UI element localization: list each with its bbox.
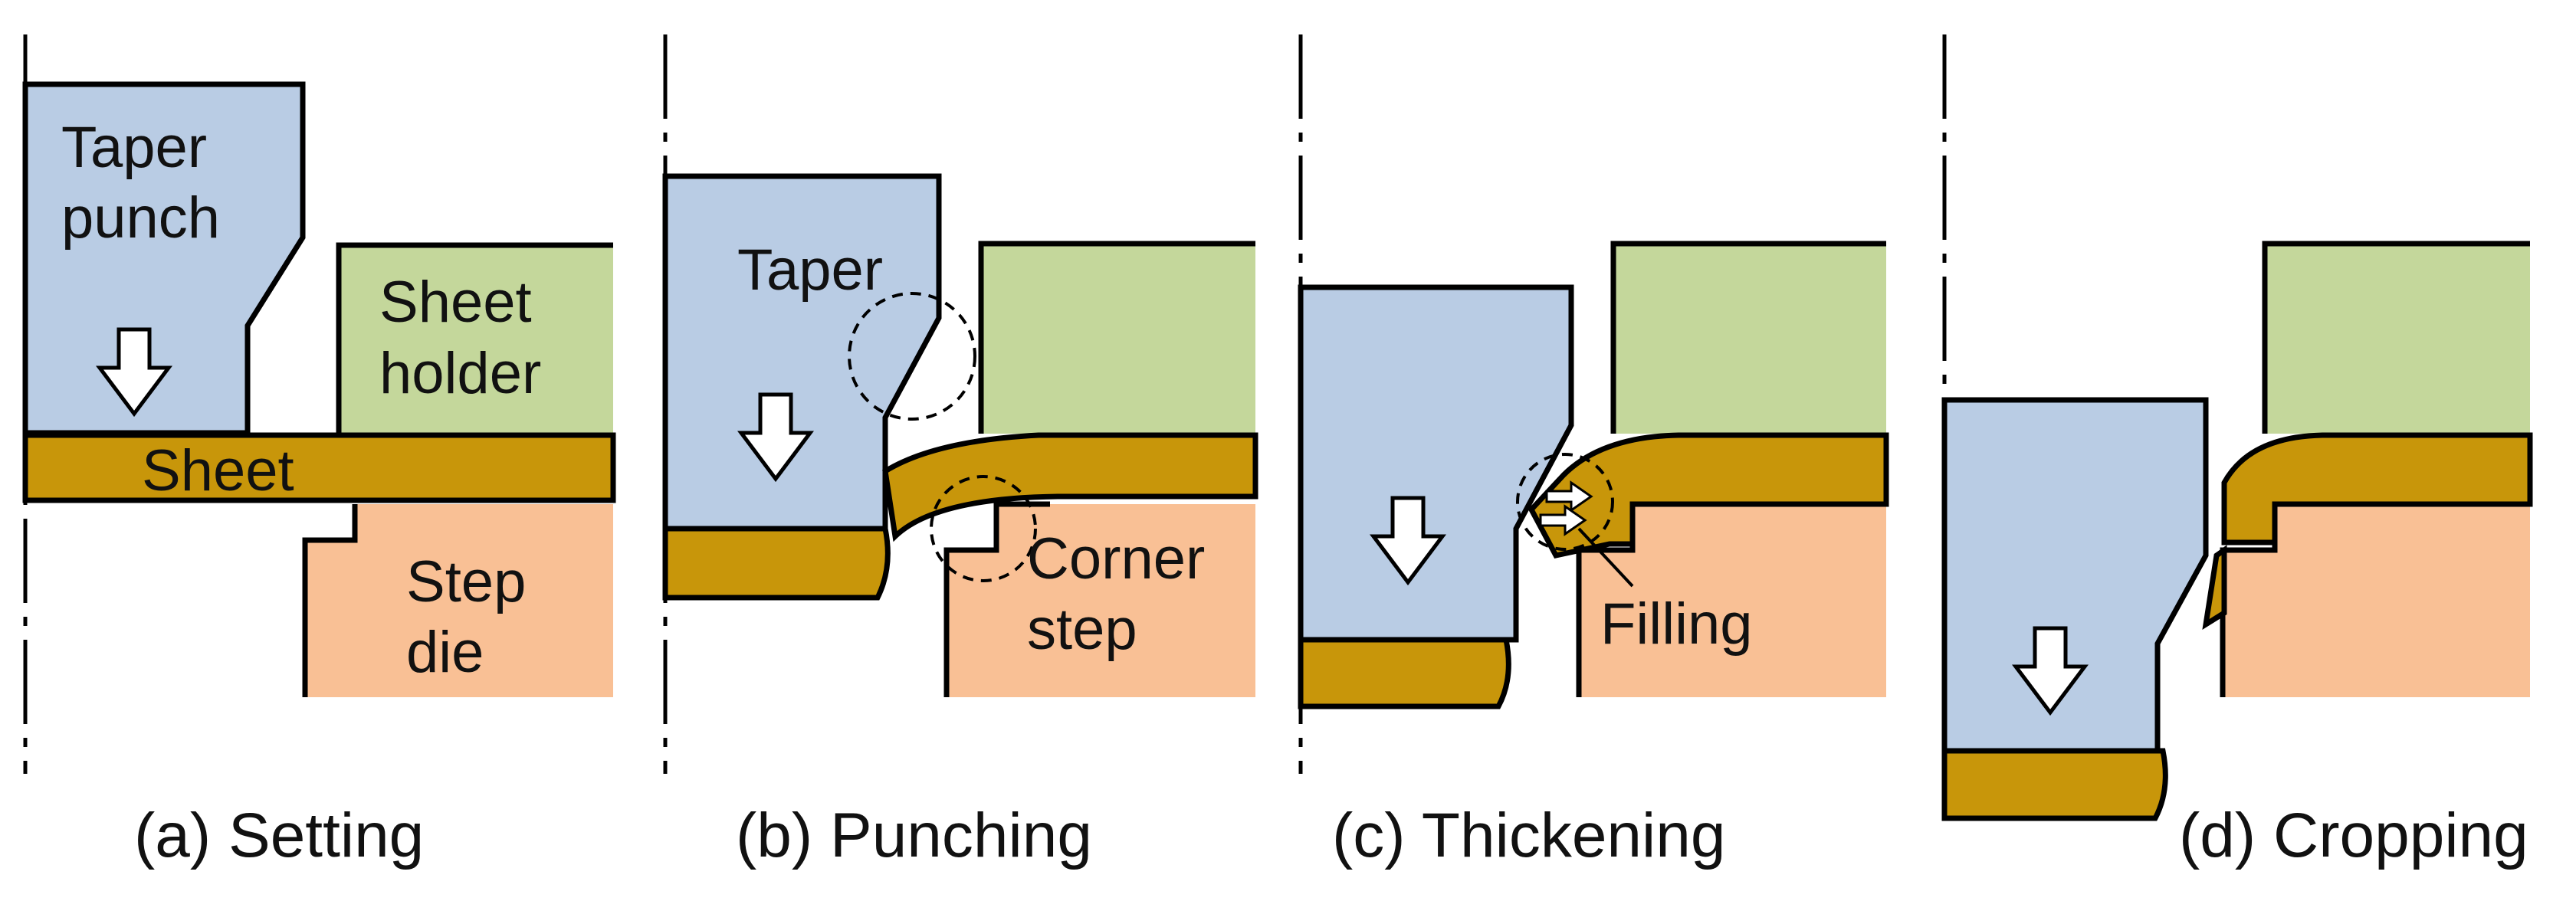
panel-a-down-arrow xyxy=(96,327,172,418)
panel-c-flow-arrow-upper xyxy=(1545,480,1593,513)
panel-a-punch-label-2: punch xyxy=(61,185,220,251)
panel-d-sheet xyxy=(2221,432,2533,546)
panel-b-die-outline xyxy=(943,501,1050,697)
panel-a-holder-label-1: Sheet xyxy=(379,270,532,335)
panel-c-holder-outline xyxy=(1610,241,1886,434)
panel-a-sheet-label: Sheet xyxy=(142,438,294,503)
panel-d-taper-punch xyxy=(1941,397,2209,754)
panel-c-thickening: Filling (c) Thickening xyxy=(1298,34,1889,870)
panel-b-corner-label-2: step xyxy=(1027,597,1137,662)
panel-d-sheet-holder xyxy=(2265,244,2530,434)
panel-c-sheet xyxy=(1528,432,1889,559)
panel-c-sheet-holder xyxy=(1613,244,1886,434)
panel-a-die-outline xyxy=(302,504,358,697)
panel-d-cropping: (d) Cropping xyxy=(1941,34,2533,870)
panel-d-holder-outline xyxy=(2262,241,2530,434)
panel-d-caption: (d) Cropping xyxy=(2179,801,2528,870)
panel-d-down-arrow xyxy=(2012,626,2089,716)
panel-a-die-label-2: die xyxy=(406,620,484,685)
panel-b-corner-highlight-circle xyxy=(930,475,1037,582)
panel-c-filling-leader xyxy=(1577,527,1634,588)
panel-a-step-die xyxy=(305,504,613,697)
panel-b-taper-label: Taper xyxy=(737,238,883,303)
panel-a-holder-outline xyxy=(336,242,613,433)
panel-b-down-arrow xyxy=(737,392,814,483)
panel-a-setting: Taper punch Sheet holder Sheet Step die … xyxy=(22,34,616,870)
panel-c-taper-punch xyxy=(1298,284,1574,643)
panel-b-punching: Taper Corner step (b) Punching xyxy=(662,34,1258,870)
panel-b-sheet-holder xyxy=(981,244,1255,434)
panel-b-slug xyxy=(662,526,891,601)
panel-c-step-die xyxy=(1579,504,1886,697)
panel-b-caption: (b) Punching xyxy=(736,801,1092,870)
panel-d-cropped-burr xyxy=(2202,545,2227,631)
panel-a-die-label-1: Step xyxy=(406,549,526,614)
panel-a-caption: (a) Setting xyxy=(134,801,424,870)
panel-b-sheet xyxy=(882,432,1258,542)
panel-d-slug xyxy=(1941,748,2168,821)
panel-b-corner-label-1: Corner xyxy=(1027,526,1205,591)
panel-c-down-arrow xyxy=(1370,496,1446,586)
panel-c-caption: (c) Thickening xyxy=(1332,801,1725,870)
panel-d-step-die xyxy=(2223,504,2530,697)
panel-a-sheet-holder xyxy=(339,245,613,433)
panel-c-filling-label: Filling xyxy=(1600,591,1753,657)
panel-c-slug xyxy=(1298,637,1511,709)
panel-c-flow-arrow-lower xyxy=(1539,504,1587,536)
panel-b-step-die xyxy=(947,504,1255,697)
panel-a-holder-label-2: holder xyxy=(379,341,541,406)
panel-b-holder-outline xyxy=(978,241,1255,434)
panel-b-taper-highlight-circle xyxy=(848,292,976,421)
panel-a-sheet xyxy=(22,432,616,503)
panel-a-punch-label-1: Taper xyxy=(61,115,207,180)
panel-c-filling-highlight-circle xyxy=(1516,453,1614,551)
